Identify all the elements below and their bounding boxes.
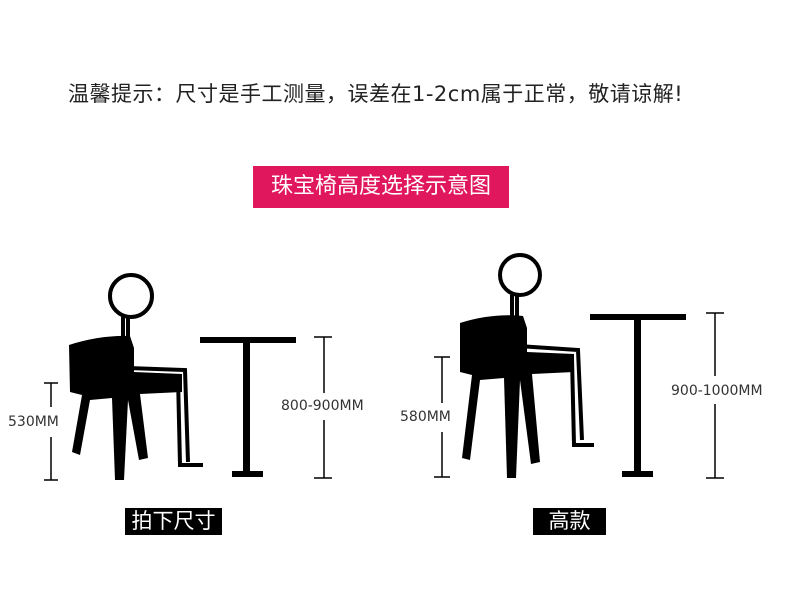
left-person-head	[108, 273, 154, 319]
right-chair-dimension	[434, 356, 450, 478]
right-chair-body	[460, 315, 574, 478]
right-chair-height-label: 580MM	[400, 409, 451, 425]
left-chair	[69, 335, 182, 480]
left-table-leg	[243, 343, 250, 473]
right-person-leg	[517, 344, 584, 441]
right-table-dimension	[706, 312, 724, 479]
left-table-top	[200, 337, 296, 343]
right-table-height-label: 900-1000MM	[671, 383, 763, 399]
left-table-dimension	[314, 336, 332, 479]
left-tag-label: 拍下尺寸	[125, 508, 222, 535]
left-table-foot	[232, 471, 263, 477]
right-table-top	[590, 314, 686, 320]
right-table-leg	[634, 320, 641, 473]
right-chair	[460, 315, 574, 478]
diagram-title-banner: 珠宝椅高度选择示意图	[253, 166, 509, 208]
left-table	[200, 337, 296, 477]
notice-text: 温馨提示：尺寸是手工测量，误差在1-2cm属于正常，敬请谅解!	[68, 82, 684, 106]
right-person-head	[498, 253, 542, 297]
left-table-height-label: 800-900MM	[281, 398, 364, 414]
right-table	[590, 314, 686, 477]
left-chair-dimension	[44, 382, 58, 481]
left-chair-height-label: 530MM	[8, 414, 59, 430]
left-chair-body	[69, 335, 182, 480]
right-table-foot	[622, 471, 653, 477]
left-person-leg	[127, 366, 190, 463]
right-tag-label: 高款	[533, 508, 606, 535]
